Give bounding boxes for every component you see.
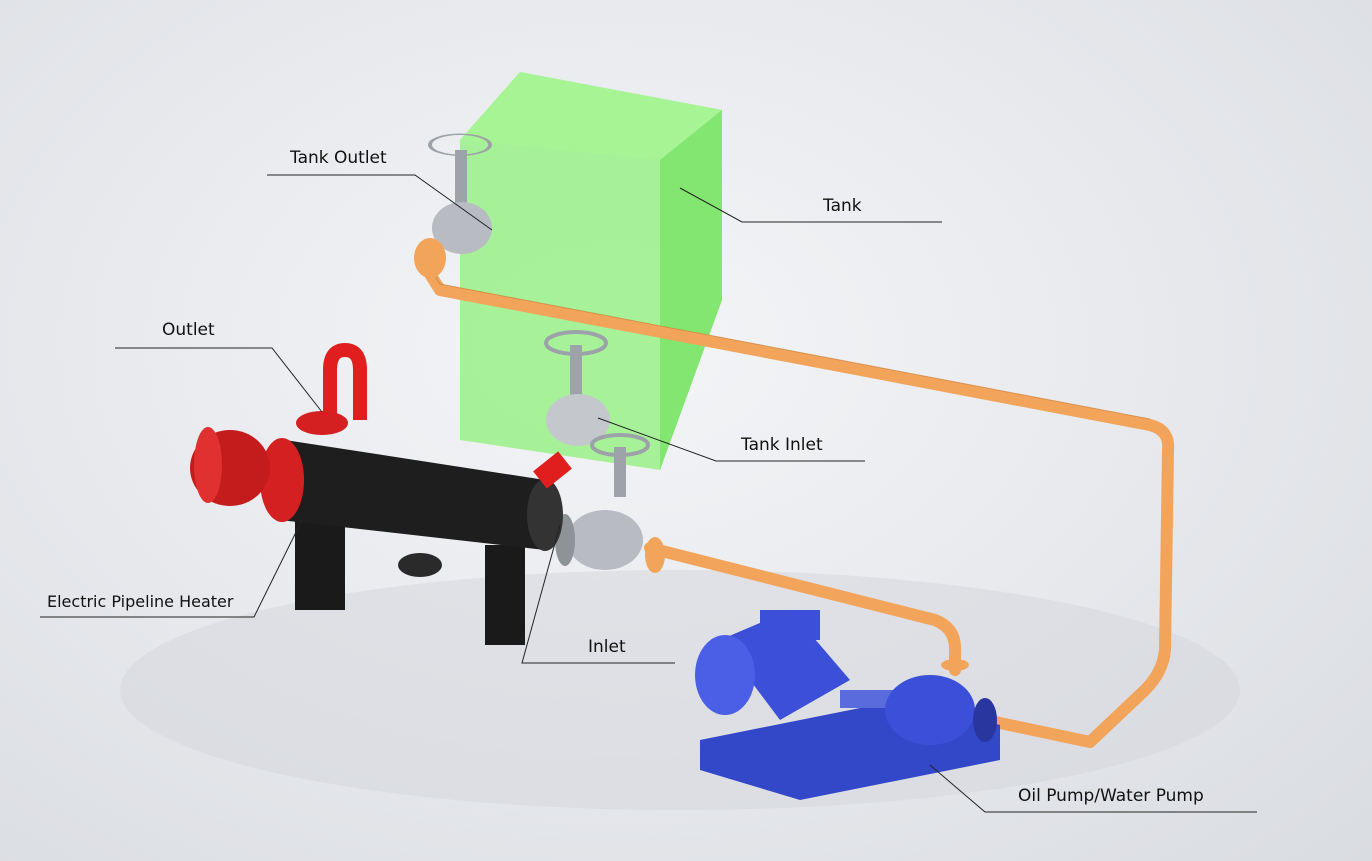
label-tank-outlet: Tank Outlet (290, 148, 387, 168)
pipe-network (414, 252, 1175, 748)
label-tank-inlet: Tank Inlet (741, 435, 823, 455)
leader-inlet (521, 524, 675, 664)
leader-pump (929, 764, 1257, 813)
tank (460, 72, 722, 470)
leader-tank-outlet (267, 174, 493, 231)
tank-outlet-valve (414, 133, 492, 278)
leader-tank (679, 187, 942, 223)
leader-heater (40, 519, 303, 618)
electric-pipeline-heater (190, 342, 572, 645)
inlet-valve (555, 433, 665, 573)
leader-outlet (115, 347, 323, 413)
label-inlet: Inlet (588, 637, 626, 657)
label-outlet: Outlet (162, 320, 215, 340)
inlet-pipe (644, 542, 961, 676)
label-tank: Tank (823, 196, 862, 216)
leader-tank-inlet (597, 417, 865, 462)
label-pump: Oil Pump/Water Pump (1018, 786, 1204, 806)
pump (695, 610, 1000, 800)
floor-shadow (120, 570, 1240, 810)
label-heater: Electric Pipeline Heater (47, 592, 234, 611)
tank-inlet-valve (544, 330, 610, 446)
tank-outlet-pipe (414, 252, 1175, 748)
